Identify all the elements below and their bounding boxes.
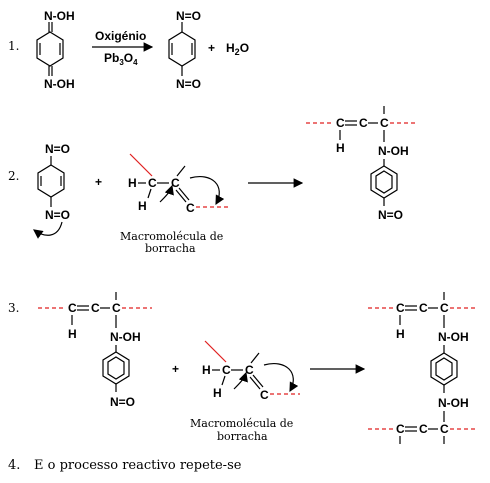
product3-top-C1: C <box>396 301 405 315</box>
product3-top-C2: C <box>419 301 428 315</box>
dinitrosobenzene-product-1: N=O N=O <box>168 9 201 91</box>
product3-bottom-C3: C <box>440 422 449 436</box>
rubber3-H2: H <box>213 386 222 400</box>
caption-rubber-2-line1: Macromolécula de <box>120 230 223 243</box>
product-3-crosslink: C C C H N-OH N-OH C C C <box>368 292 478 444</box>
product3-top-NOH: N-OH <box>438 330 469 344</box>
electron-arrow-H-shift-3 <box>233 371 248 390</box>
quinone-dioxime: N-OH N-OH <box>36 9 75 91</box>
electron-arrow-nitroso <box>33 221 63 239</box>
rubber2-H: H <box>128 176 137 190</box>
arrow-catalyst-label: Pb3O4 <box>104 51 138 67</box>
electron-arrow-double-bond <box>189 176 225 206</box>
step-2-number: 2. <box>8 169 19 183</box>
product2-C3: C <box>380 116 389 130</box>
reagent-3-adduct: C C C H N-OH N=O <box>38 292 152 409</box>
product2-NOH: N-OH <box>378 144 409 158</box>
dinitrosobenzene-reagent-2: N=O N=O <box>33 142 70 239</box>
caption-rubber-2-line2: borracha <box>145 242 196 255</box>
water-label: H2O <box>226 41 249 57</box>
electron-arrow-H-shift <box>159 184 174 203</box>
product2-C2: C <box>359 116 368 130</box>
product3-top-C3: C <box>440 301 449 315</box>
reagent3-C1: C <box>68 301 77 315</box>
product2-H: H <box>336 141 345 155</box>
product-top-label: N=O <box>176 9 201 23</box>
rubber3-H: H <box>202 363 211 377</box>
product2-C1: C <box>336 116 345 130</box>
electron-arrow-double-bond-3 <box>263 363 299 393</box>
caption-rubber-3-line1: Macromolécula de <box>190 417 293 430</box>
product3-bottom-NOH: N-OH <box>438 396 469 410</box>
rubber-fragment-3: H C C C H Macromolécula de borracha <box>190 340 300 443</box>
step-4-number: 4. <box>8 458 20 473</box>
reagent-top-label: N-OH <box>44 9 75 23</box>
rubber-fragment-2: H C C C H Macromolécula de borracha <box>120 153 228 255</box>
reagent3-H: H <box>68 327 77 341</box>
step-1-number: 1. <box>8 39 19 53</box>
reagent3-C3: C <box>112 301 121 315</box>
rubber2-C3: C <box>186 201 195 215</box>
reagent2-top-label: N=O <box>45 142 70 156</box>
reagent-bottom-label: N-OH <box>44 77 75 91</box>
step-3-number: 3. <box>8 301 19 315</box>
rubber2-C2: C <box>171 176 180 190</box>
plus-1: + <box>208 41 215 55</box>
arrow-oxygen-label: Oxigénio <box>95 29 146 43</box>
reagent3-bottom: N=O <box>110 395 135 409</box>
product-bottom-label: N=O <box>176 77 201 91</box>
reagent3-NOH: N-OH <box>110 330 141 344</box>
reagent3-C2: C <box>91 301 100 315</box>
rubber2-H2: H <box>138 199 147 213</box>
rubber3-C3: C <box>260 388 269 402</box>
rubber3-C2: C <box>245 363 254 377</box>
plus-2: + <box>95 175 102 189</box>
product3-bottom-C2: C <box>419 422 428 436</box>
step-4-text: E o processo reactivo repete-se <box>34 458 242 473</box>
reagent2-bottom-label: N=O <box>45 208 70 222</box>
product3-bottom-C1: C <box>396 422 405 436</box>
product2-bottom: N=O <box>378 208 403 222</box>
product-2: C C C H N-OH N=O <box>306 106 418 222</box>
rubber2-C1: C <box>148 176 157 190</box>
caption-rubber-3-line2: borracha <box>217 430 268 443</box>
product3-top-H: H <box>396 327 405 341</box>
plus-3: + <box>172 362 179 376</box>
rubber3-C1: C <box>222 363 231 377</box>
